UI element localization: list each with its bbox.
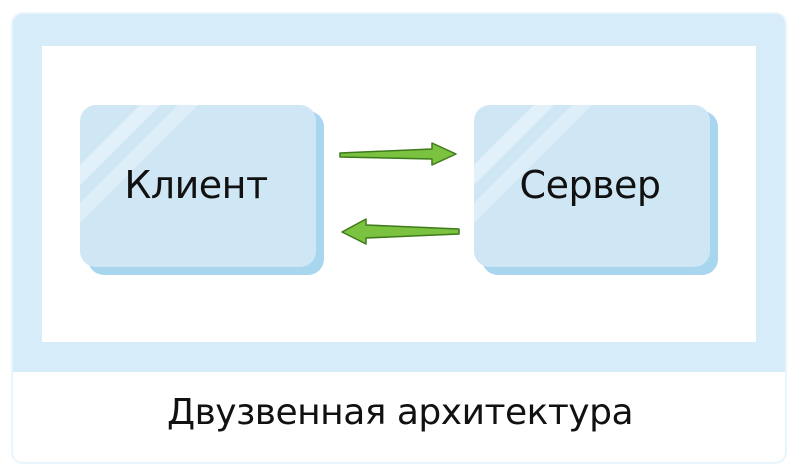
diagram-caption: Двузвенная архитектура xyxy=(166,392,634,433)
server-label: Сервер xyxy=(519,163,661,207)
caption-band xyxy=(13,372,785,462)
server-node-shape xyxy=(474,105,718,275)
arrow-client-to-server xyxy=(339,142,457,166)
arrow-server-to-client xyxy=(341,218,460,245)
client-label: Клиент xyxy=(124,163,268,207)
server-node: Сервер xyxy=(474,105,718,275)
client-node-shape xyxy=(80,105,324,275)
client-node: Клиент xyxy=(80,105,324,275)
